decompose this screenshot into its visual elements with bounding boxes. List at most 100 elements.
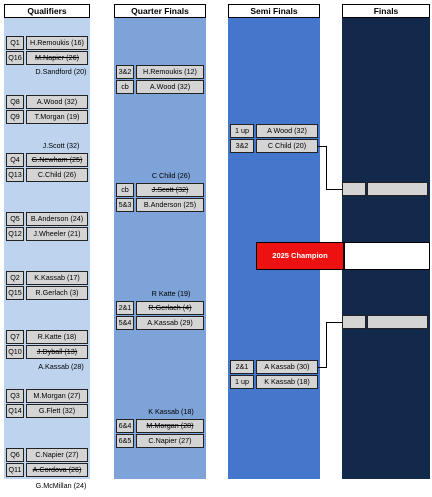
advancing-player: K Kassab (18)	[148, 407, 194, 416]
match-entry: Q12 J.Wheeler (21)	[6, 227, 88, 241]
bracket-connector	[326, 322, 342, 323]
seed-cell: Q15	[6, 286, 24, 300]
player-cell: A.Wood (32)	[136, 80, 204, 94]
seed-cell: Q7	[6, 330, 24, 344]
player-cell: R.Gerlach (3)	[26, 286, 88, 300]
match-entry: Q5 B.Anderson (24)	[6, 212, 88, 226]
final-entry	[342, 315, 428, 329]
seed-cell: Q8	[6, 95, 24, 109]
result-cell	[342, 182, 366, 196]
player-cell: J.Dyball (13)	[26, 345, 88, 359]
result-cell	[342, 315, 366, 329]
seed-cell: Q12	[6, 227, 24, 241]
player-cell: T.Morgan (19)	[26, 110, 88, 124]
bracket-connector	[326, 146, 327, 190]
player-cell: H.Remoukis (12)	[136, 65, 204, 79]
result-cell: cb	[116, 80, 134, 94]
match-entry: 5&4 A.Kassab (29)	[116, 316, 204, 330]
result-cell: 6&5	[116, 434, 134, 448]
player-cell: M.Napier (26)	[26, 51, 88, 65]
match-entry: 1 up K Kassab (18)	[230, 375, 318, 389]
match-entry: Q1 H.Remoukis (16)	[6, 36, 88, 50]
player-cell: A.Cordova (26)	[26, 463, 88, 477]
player-cell: A Wood (32)	[256, 124, 318, 138]
player-cell: K Kassab (18)	[256, 375, 318, 389]
final-entry	[342, 182, 428, 196]
advancing-player: A.Kassab (28)	[38, 362, 84, 371]
result-cell: 2&1	[116, 301, 134, 315]
player-cell: M.Morgan (28)	[136, 419, 204, 433]
player-cell: G.Flett (32)	[26, 404, 88, 418]
player-cell: M.Morgan (27)	[26, 389, 88, 403]
champion-label: 2025 Champion	[256, 242, 344, 270]
bracket-connector	[326, 189, 342, 190]
seed-cell: Q10	[6, 345, 24, 359]
seed-cell: Q13	[6, 168, 24, 182]
player-cell: B.Anderson (25)	[136, 198, 204, 212]
match-entry: 5&3 B.Anderson (25)	[116, 198, 204, 212]
match-entry: cb J.Scott (32)	[116, 183, 204, 197]
player-cell: A.Kassab (29)	[136, 316, 204, 330]
player-cell: K.Kassab (17)	[26, 271, 88, 285]
seed-cell: Q16	[6, 51, 24, 65]
seed-cell: Q2	[6, 271, 24, 285]
seed-cell: Q14	[6, 404, 24, 418]
match-entry: Q3 M.Morgan (27)	[6, 389, 88, 403]
match-entry: 6&4 M.Morgan (28)	[116, 419, 204, 433]
player-cell: C Child (20)	[256, 139, 318, 153]
seed-cell: Q3	[6, 389, 24, 403]
match-entry: Q8 A.Wood (32)	[6, 95, 88, 109]
advancing-player: R Katte (19)	[151, 289, 191, 298]
result-cell: 1 up	[230, 124, 254, 138]
player-cell: C.Napier (27)	[136, 434, 204, 448]
match-entry: Q13 C.Child (26)	[6, 168, 88, 182]
match-entry: 2&1 R.Gerlach (4)	[116, 301, 204, 315]
seed-cell: Q9	[6, 110, 24, 124]
bracket-connector	[326, 322, 327, 368]
match-entry: Q9 T.Morgan (19)	[6, 110, 88, 124]
match-entry: 6&5 C.Napier (27)	[116, 434, 204, 448]
player-cell: B.Anderson (24)	[26, 212, 88, 226]
match-entry: Q11 A.Cordova (26)	[6, 463, 88, 477]
match-entry: 3&2 H.Remoukis (12)	[116, 65, 204, 79]
match-entry: Q14 G.Flett (32)	[6, 404, 88, 418]
quarter-finals-header: Quarter Finals	[114, 4, 206, 18]
result-cell: 3&2	[116, 65, 134, 79]
player-cell: R.Gerlach (4)	[136, 301, 204, 315]
seed-cell: Q1	[6, 36, 24, 50]
advancing-player: G.McMillan (24)	[35, 481, 87, 490]
qualifiers-header: Qualifiers	[4, 4, 90, 18]
match-entry: Q4 G.Newham (25)	[6, 153, 88, 167]
player-cell: C.Child (26)	[26, 168, 88, 182]
result-cell: 5&3	[116, 198, 134, 212]
player-cell: J.Scott (32)	[136, 183, 204, 197]
finals-header: Finals	[342, 4, 430, 18]
match-entry: 3&2 C Child (20)	[230, 139, 318, 153]
match-entry: 2&1 A Kassab (30)	[230, 360, 318, 374]
match-entry: Q6 C.Napier (27)	[6, 448, 88, 462]
result-cell: cb	[116, 183, 134, 197]
match-entry: Q16 M.Napier (26)	[6, 51, 88, 65]
match-entry: Q15 R.Gerlach (3)	[6, 286, 88, 300]
player-cell	[367, 182, 428, 196]
seed-cell: Q4	[6, 153, 24, 167]
result-cell: 1 up	[230, 375, 254, 389]
player-cell: J.Wheeler (21)	[26, 227, 88, 241]
champion-name	[344, 242, 430, 270]
match-entry: Q7 R.Katte (18)	[6, 330, 88, 344]
player-cell	[367, 315, 428, 329]
bracket-connector	[318, 367, 326, 368]
result-cell: 5&4	[116, 316, 134, 330]
player-cell: A Kassab (30)	[256, 360, 318, 374]
match-entry: cb A.Wood (32)	[116, 80, 204, 94]
seed-cell: Q11	[6, 463, 24, 477]
semi-finals-header: Semi Finals	[228, 4, 320, 18]
result-cell: 3&2	[230, 139, 254, 153]
player-cell: G.Newham (25)	[26, 153, 88, 167]
match-entry: Q2 K.Kassab (17)	[6, 271, 88, 285]
player-cell: C.Napier (27)	[26, 448, 88, 462]
result-cell: 2&1	[230, 360, 254, 374]
advancing-player: C Child (26)	[151, 171, 191, 180]
result-cell: 6&4	[116, 419, 134, 433]
player-cell: R.Katte (18)	[26, 330, 88, 344]
